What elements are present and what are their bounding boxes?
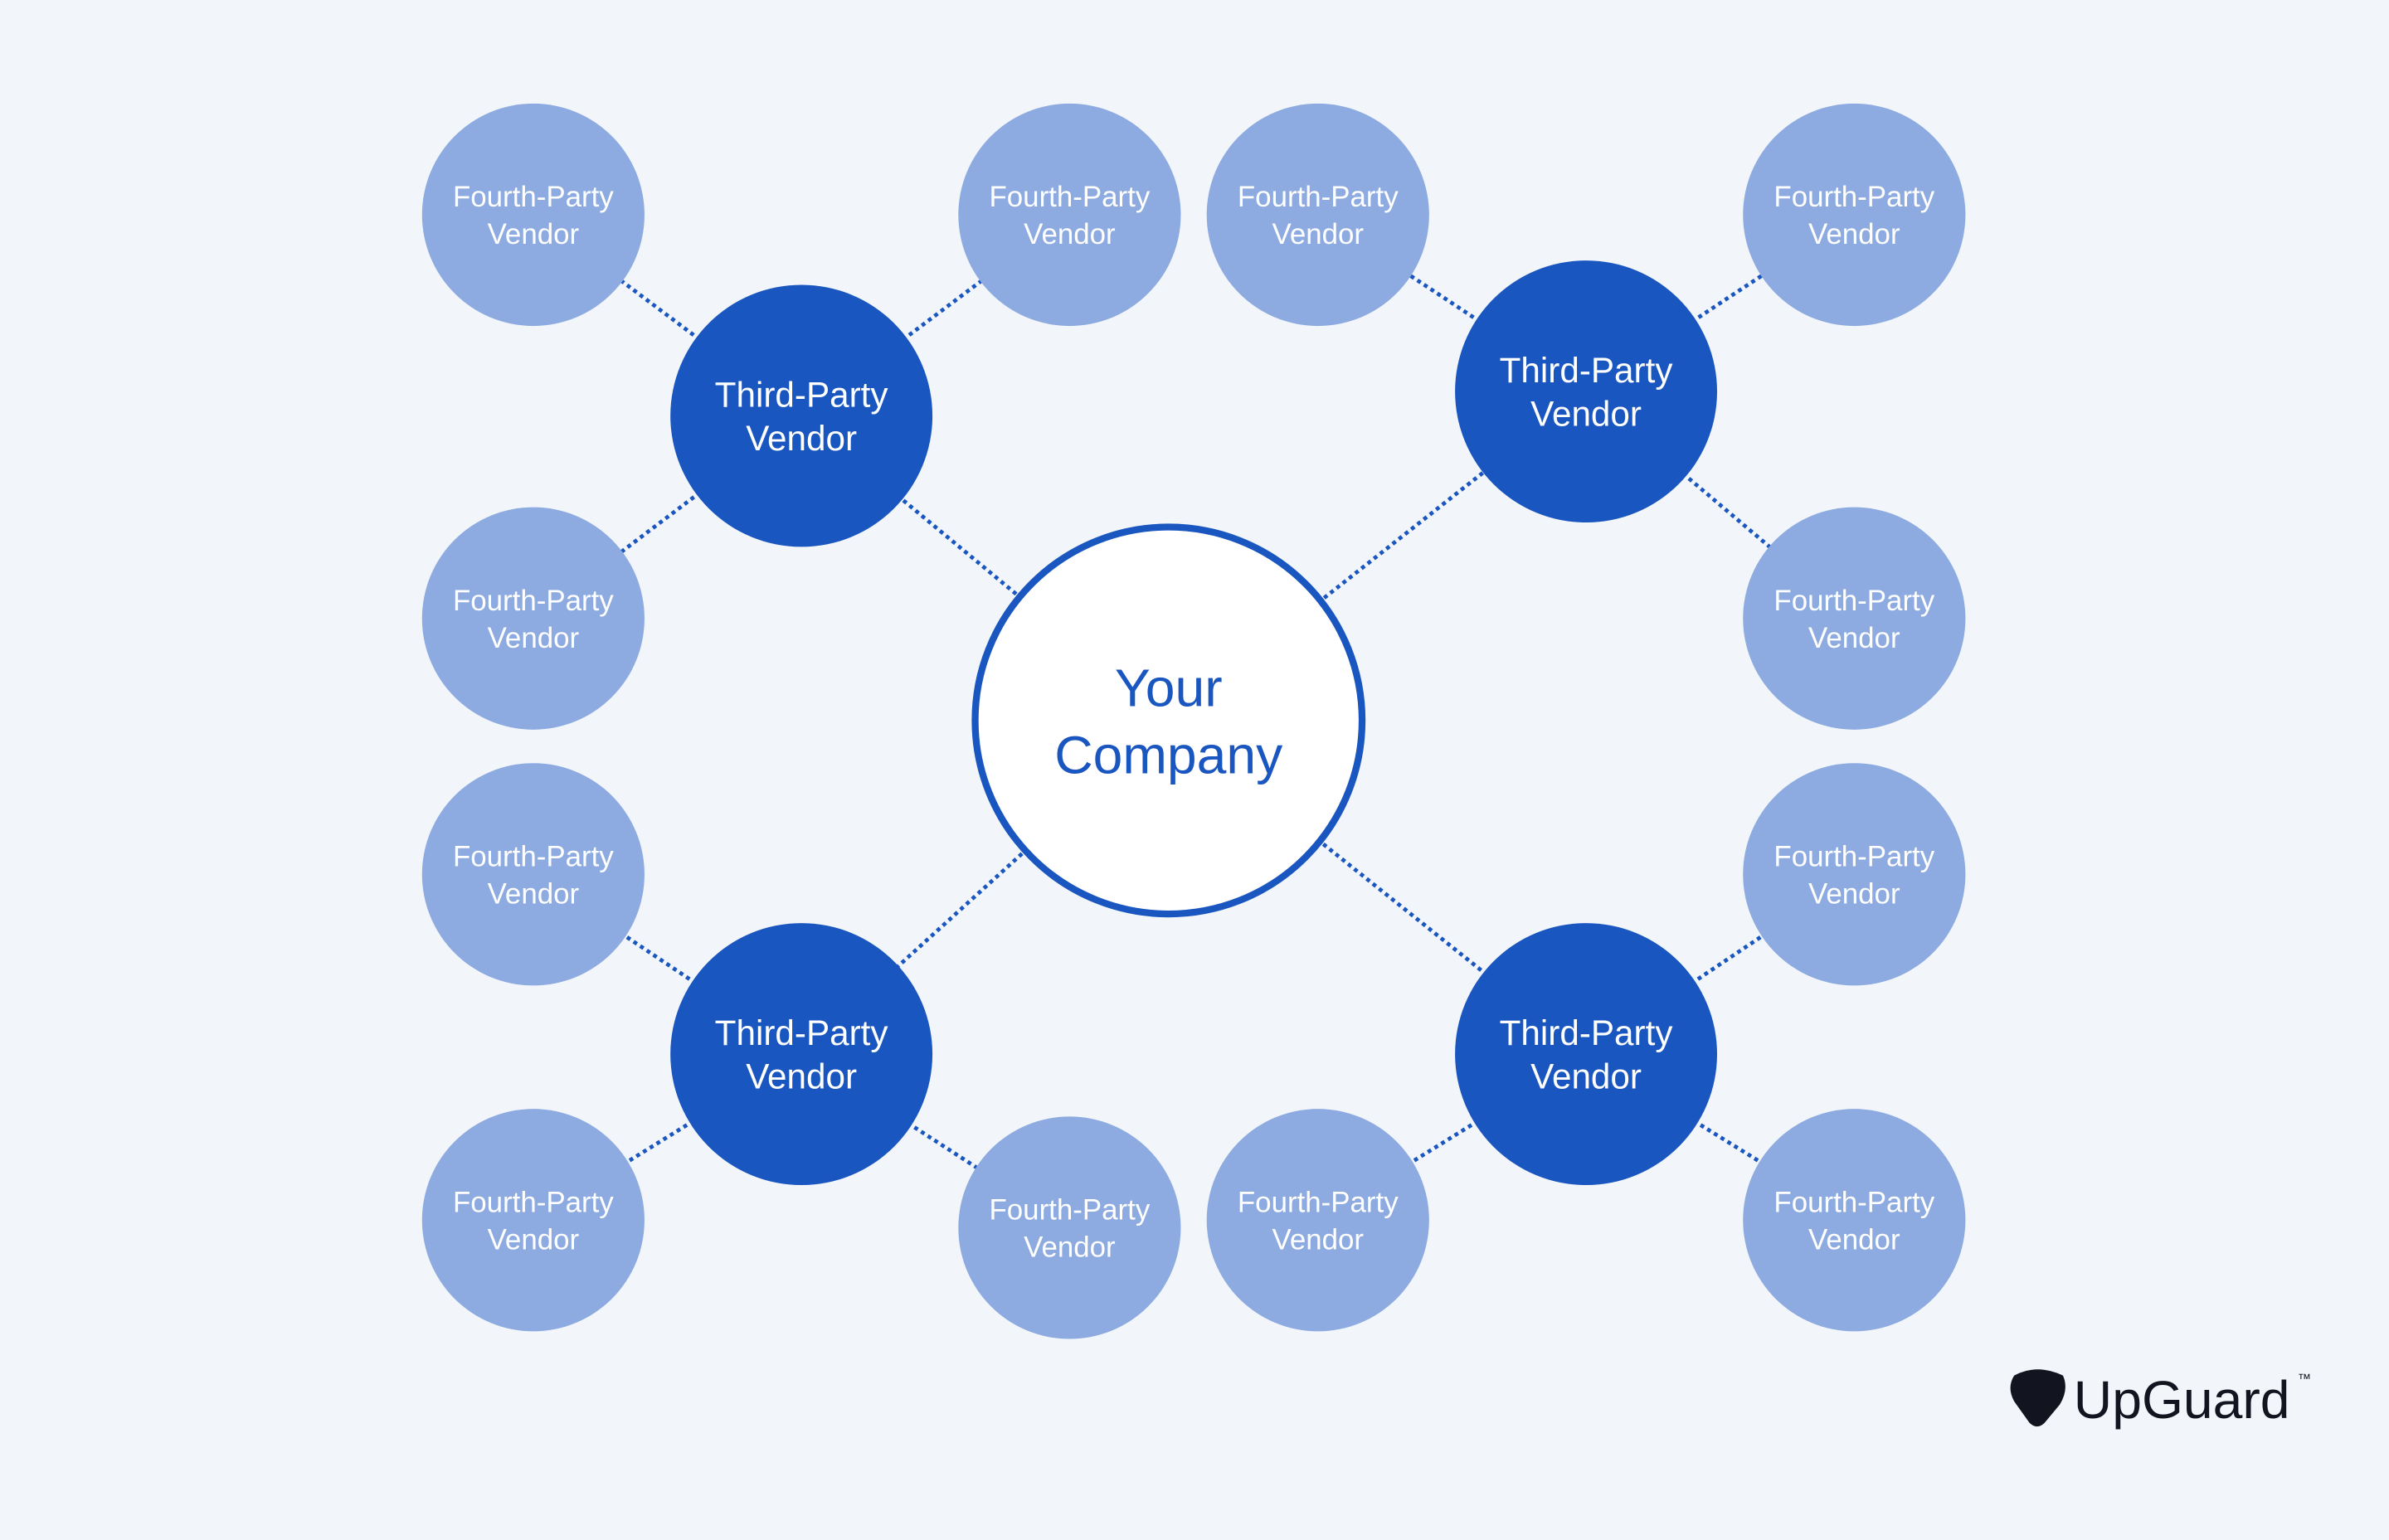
fourth-party-circle [1743,103,1966,327]
third-party-circle [670,284,933,547]
fourth-party-label: Fourth-Party [1238,1186,1399,1218]
logo-trademark: ™ [2298,1371,2312,1387]
fourth-party-label: Vendor [488,877,580,910]
fourth-party-circle [1743,1109,1966,1332]
fourth-party-circle [1743,507,1966,730]
fourth-party-label: Fourth-Party [453,840,614,872]
fourth-party-circle [1743,763,1966,986]
your-company-label: Your [1115,658,1223,718]
third-party-label: Vendor [746,1057,857,1095]
third-party-label: Third-Party [1500,1013,1674,1052]
upguard-shield-icon [2010,1369,2065,1427]
fourth-party-label: Vendor [1808,1223,1900,1256]
fourth-party-label: Vendor [1024,1232,1116,1264]
fourth-party-label: Fourth-Party [453,1186,614,1218]
fourth-party-circle [958,103,1181,327]
fourth-party-label: Fourth-Party [989,181,1150,213]
fourth-party-label: Vendor [488,218,580,250]
fourth-party-circle [958,1116,1181,1339]
fourth-party-circle [421,1109,645,1332]
your-company-circle [971,523,1366,918]
fourth-party-label: Fourth-Party [1774,585,1934,617]
fourth-party-label: Vendor [488,1223,580,1256]
third-party-label: Vendor [1530,394,1642,433]
third-party-label: Third-Party [715,375,889,414]
third-party-label: Third-Party [715,1013,889,1052]
connector-line [1584,212,1856,394]
third-party-circle [1455,260,1717,523]
fourth-party-label: Vendor [1808,877,1900,910]
fourth-party-label: Fourth-Party [1774,840,1934,872]
third-party-label: Vendor [1530,1057,1642,1095]
fourth-party-label: Vendor [1024,218,1116,250]
fourth-party-label: Vendor [1808,622,1900,654]
fourth-party-label: Vendor [1272,218,1365,250]
fourth-party-label: Fourth-Party [989,1194,1150,1227]
fourth-party-circle [1206,1109,1429,1332]
connector-line [1584,872,1856,1057]
fourth-party-label: Fourth-Party [1238,181,1399,213]
fourth-party-label: Vendor [488,622,580,654]
fourth-party-label: Fourth-Party [1774,181,1934,213]
fourth-party-circle [421,507,645,730]
third-party-label: Vendor [746,419,857,458]
fourth-party-circle [421,763,645,986]
fourth-party-label: Fourth-Party [453,585,614,617]
fourth-party-label: Vendor [1808,218,1900,250]
third-party-circle [1455,923,1717,1186]
fourth-party-label: Fourth-Party [453,181,614,213]
third-party-label: Third-Party [1500,351,1674,390]
fourth-party-circle [1206,103,1429,327]
fourth-party-label: Vendor [1272,1223,1365,1256]
nodes: Fourth-PartyVendorFourth-PartyVendorFour… [421,103,1966,1339]
third-party-circle [670,923,933,1186]
upguard-logo: UpGuard ™ [2010,1369,2312,1430]
logo-wordmark: UpGuard [2074,1370,2290,1430]
connector-line [1316,212,1588,394]
fourth-party-label: Fourth-Party [1774,1186,1934,1218]
connector-line [532,872,803,1057]
your-company-label: Company [1054,725,1282,785]
connector-line [800,1052,1071,1230]
fourth-party-circle [421,103,645,327]
